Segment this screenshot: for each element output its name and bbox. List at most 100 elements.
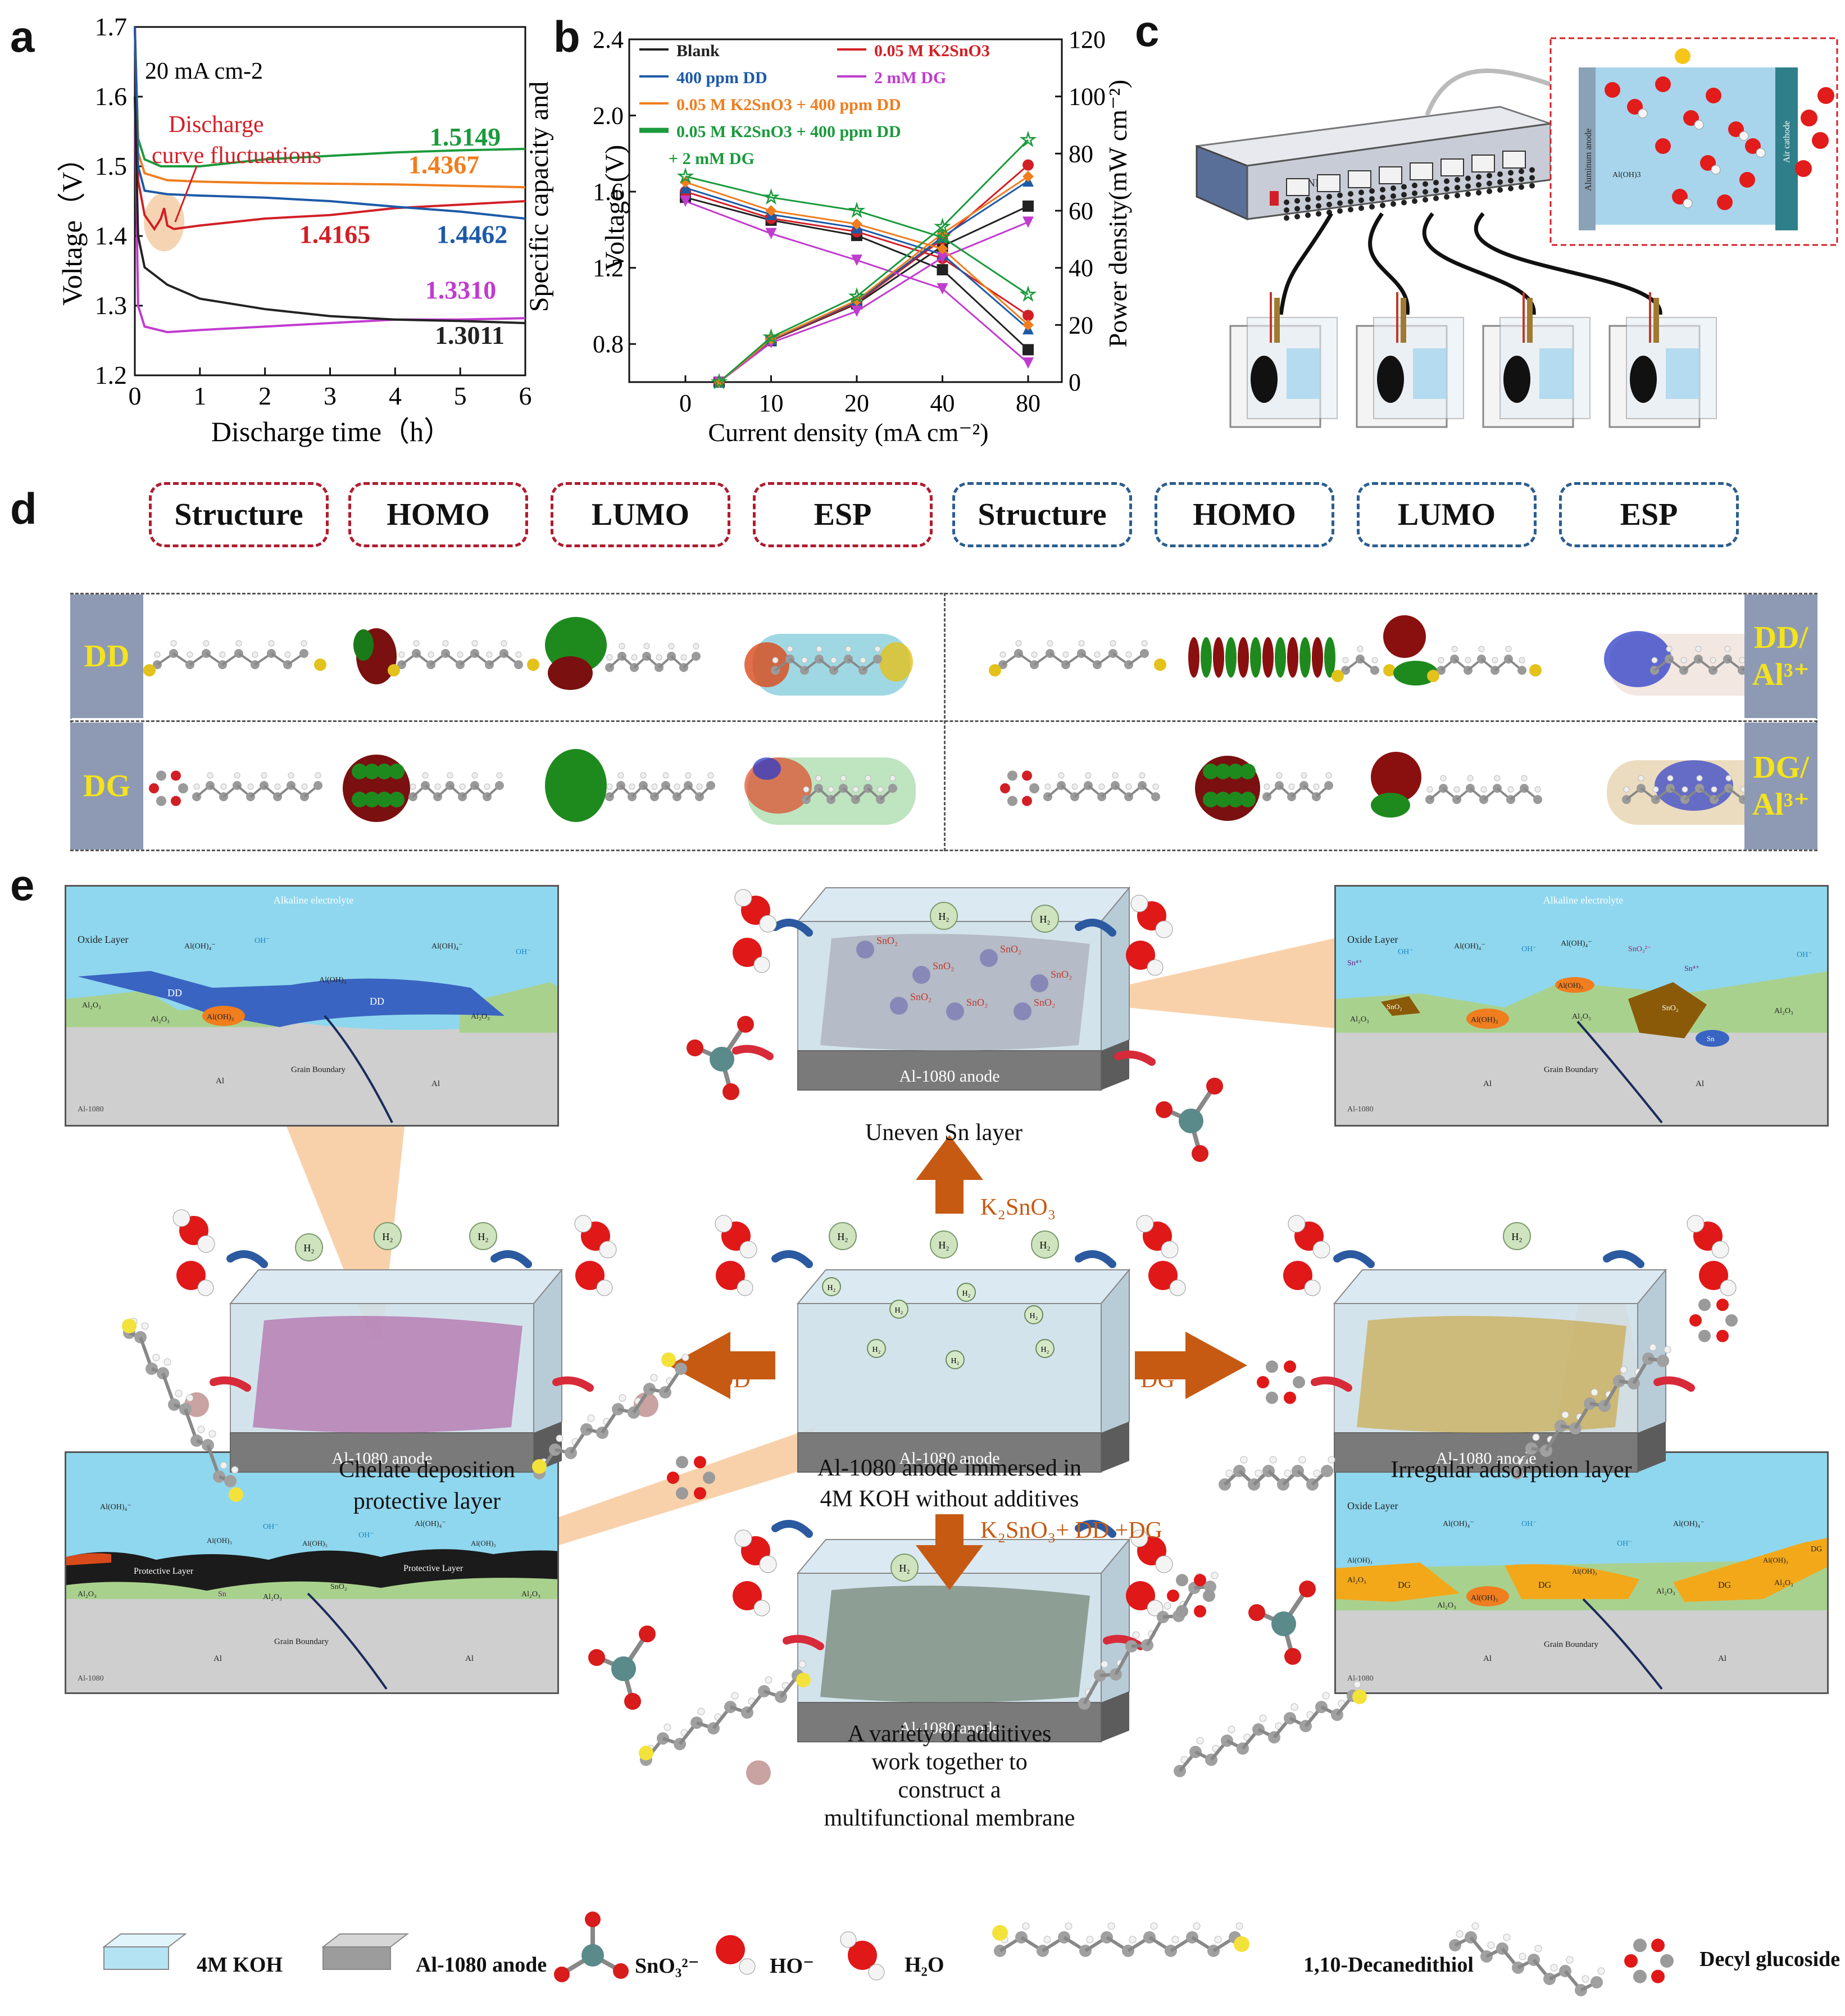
d-atom — [692, 652, 701, 661]
scheme-multi-protective-lbl-2: Protective Layer — [403, 1564, 463, 1573]
wedge-multi — [559, 1427, 815, 1545]
stannate-oxygen — [687, 1039, 703, 1056]
tester-socket — [1369, 188, 1375, 194]
tester-socket — [1465, 175, 1471, 181]
d-h-atom — [1062, 651, 1069, 658]
scheme-dd-aloh3: Al(OH)₃ — [207, 1013, 234, 1021]
inset-cathode-label: Air cathode — [1782, 121, 1792, 163]
arrow-up — [916, 1135, 983, 1214]
chart-b-xtick-label: 40 — [930, 389, 955, 417]
d-h-atom — [1451, 646, 1458, 652]
tester-socket — [1316, 211, 1321, 217]
tester-socket — [1401, 199, 1407, 206]
blue-curved-arrow — [226, 1250, 268, 1268]
d-h-atom — [889, 775, 896, 782]
chart-b-voltage-line — [685, 175, 1029, 296]
d-h-atom — [662, 772, 669, 779]
scheme-dg-aloh3-2: Al(OH)₃ — [1572, 1567, 1597, 1575]
scheme-dg-al1080: Al-1080 — [1347, 1674, 1374, 1683]
d-h-atom — [651, 783, 658, 790]
chart-a-series-label: 1.4367 — [408, 150, 480, 179]
chart-b-marker — [848, 287, 866, 304]
d-h-atom — [252, 651, 258, 658]
cap-center-1: Al-1080 anode immersed in — [817, 1455, 1082, 1481]
cap-left-1: Chelate deposition — [339, 1457, 515, 1483]
arrow-right-shape — [1135, 1332, 1247, 1399]
block-top-metal — [797, 1050, 1102, 1091]
d-h-atom — [803, 786, 810, 793]
cell-window — [1630, 356, 1657, 403]
d-ring-atom — [171, 796, 181, 806]
cap-left-2: protective layer — [353, 1488, 501, 1514]
d-h-atom — [1342, 657, 1349, 664]
scheme-dg-al: Al — [1483, 1654, 1492, 1663]
legend-sno3: SnO₃²⁻ — [635, 1954, 699, 1978]
tester-socket — [1519, 176, 1524, 182]
blue-curved-arrow — [771, 1250, 813, 1268]
glucoside-ring — [1716, 1298, 1729, 1311]
panel-letter-d: d — [10, 484, 37, 533]
h2-bubble — [829, 1222, 857, 1250]
chart-b-ytick-right-label: 0 — [1069, 369, 1081, 396]
scheme-sn-al2o3-lbl-3: Al₂O₃ — [1774, 1007, 1793, 1015]
d-h-atom — [999, 651, 1006, 658]
scheme-dg-layer-3 — [1673, 1538, 1827, 1602]
d-h-atom — [410, 783, 416, 790]
chain-hydrogen — [1298, 1456, 1306, 1464]
block-bottom-anode-label: Al-1080 anode — [899, 1719, 999, 1737]
tester-ports — [1284, 151, 1535, 221]
block-top-sn-dot — [1030, 974, 1048, 992]
scheme-dd-aloh4-2: Al(OH)₄⁻ — [431, 942, 463, 951]
hydroxide-oxygen — [176, 1261, 206, 1290]
chart-b-ylabel: Voltage (V) — [600, 145, 630, 271]
scheme-dg-metal — [1336, 1589, 1827, 1692]
d-h-atom — [1507, 786, 1514, 793]
chart-b-legend-label: + 2 mM DG — [669, 149, 755, 168]
scheme-sn-aloh3: Al(OH)₃ — [1471, 1016, 1498, 1024]
d-homo-dg-green — [376, 764, 392, 779]
d-h-atom — [830, 657, 837, 664]
tester-socket — [1487, 180, 1492, 187]
tester-socket — [1401, 192, 1407, 198]
d-homo-lobe-right — [1275, 637, 1286, 678]
chart-b-marker — [1023, 344, 1034, 356]
chart-b-ytick-right-label: 40 — [1069, 255, 1093, 282]
chain-hydrogen — [1561, 1411, 1569, 1419]
scheme-sn-sn4: Sn⁴⁺ — [1347, 959, 1362, 968]
cap-top: Uneven Sn layer — [865, 1120, 1023, 1146]
scheme-sn-al-2: Al — [1696, 1079, 1704, 1088]
d-h-atom — [1112, 772, 1119, 779]
d-homo-lobe-right — [1299, 637, 1311, 678]
water-hydrogen — [734, 889, 752, 907]
legend-h2o: H₂O — [905, 1953, 944, 1977]
panel-letter-b: b — [553, 12, 580, 61]
scheme-sn-sn: Sn — [1707, 1034, 1715, 1043]
d-homo-lobe-right — [1287, 637, 1298, 678]
legend-sno3-icon — [554, 1911, 629, 1982]
d-h-atom — [1682, 786, 1688, 793]
chart-b-xtick-label: 80 — [1016, 389, 1040, 417]
tester-socket — [1423, 189, 1428, 195]
d-h-atom — [685, 772, 692, 779]
glucoside-ring — [1167, 1590, 1179, 1602]
scheme-dd-aloh4: Al(OH)₄⁻ — [184, 942, 216, 951]
chart-b-legend-label: 0.05 M K2SnO3 + 400 ppm DD — [676, 122, 901, 141]
chart-a-xtick-label: 6 — [519, 382, 532, 410]
d-h-atom — [288, 772, 294, 779]
d-h-atom — [219, 651, 226, 658]
hydroxide-oxygen — [1126, 941, 1155, 970]
tester-socket — [1412, 183, 1417, 188]
scheme-sn-grain-line — [1576, 1020, 1663, 1124]
tester-socket — [1433, 180, 1439, 185]
block-left-top — [229, 1269, 564, 1304]
block-center-h2-dot — [1035, 1339, 1055, 1358]
tester-port — [1317, 174, 1340, 192]
water-hydrogen — [1155, 920, 1173, 938]
d-h-atom — [1638, 775, 1644, 782]
d-homo-lobe-right — [1250, 637, 1261, 678]
block-center-metal — [797, 1432, 1102, 1473]
block-top-sno2-label: SnO₂ — [966, 997, 988, 1008]
arrow-left-shape — [669, 1332, 775, 1399]
h2-bubble — [1031, 905, 1059, 933]
